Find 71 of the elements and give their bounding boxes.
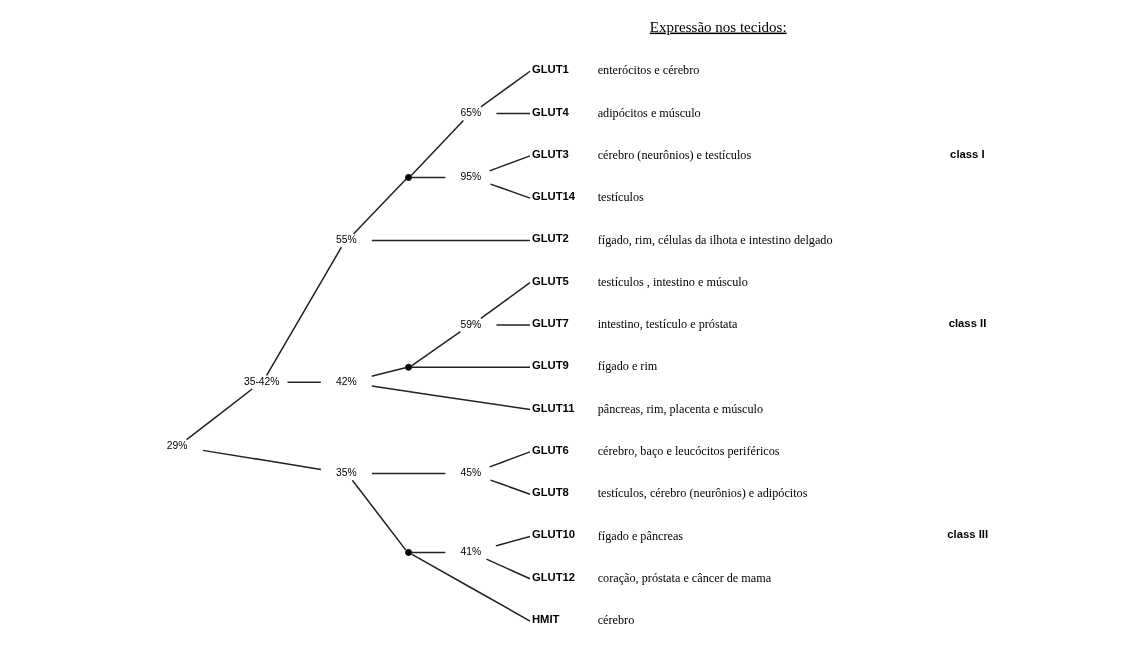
node-point (404, 548, 412, 556)
connector (479, 70, 531, 108)
connector (410, 119, 464, 177)
node-text: 95% (459, 171, 481, 183)
node-label: cérebro (597, 613, 634, 628)
connector (185, 388, 253, 441)
node-point (404, 363, 412, 371)
node-text: GLUT9 (531, 359, 569, 372)
node-label: testículos, cérebro (neurônios) e adipócitos (597, 486, 807, 501)
node-text: 42% (335, 375, 357, 387)
connector (488, 155, 531, 172)
connector (485, 558, 531, 580)
connector (370, 239, 531, 242)
connector (489, 479, 531, 495)
node-text: GLUT5 (531, 274, 569, 287)
node-text: GLUT1 (531, 63, 569, 76)
label: class I (949, 147, 985, 160)
node-text: GLUT2 (531, 232, 569, 245)
node-label: testículos (597, 190, 644, 205)
node-label: fígado, rim, células da ilhota e intestino delgado (597, 232, 833, 247)
node-label: pâncreas, rim, placenta e músculo (597, 401, 763, 416)
connector (352, 178, 407, 235)
node-text: 59% (459, 318, 481, 330)
node-text: GLUT8 (531, 486, 569, 499)
connector (410, 551, 446, 554)
node-text: GLUT3 (531, 147, 569, 160)
node-label: cérebro (neurônios) e testículos (597, 148, 751, 163)
node-text: GLUT7 (531, 316, 569, 329)
connector (410, 330, 461, 367)
node-label: fígado e rim (597, 359, 657, 374)
node-label: adipócitos e músculo (597, 105, 701, 120)
node-text: 35-42% (243, 375, 280, 387)
node-text: 41% (459, 546, 481, 558)
connector (201, 449, 322, 471)
connector (410, 176, 446, 179)
node-label: cérebro, baço e leucócitos periféricos (597, 444, 780, 459)
connector (488, 451, 531, 468)
node-text: GLUT12 (531, 570, 575, 583)
node-text: GLUT14 (531, 190, 575, 203)
node-text: 55% (335, 234, 357, 246)
node-text: 35% (335, 467, 357, 479)
connector (479, 281, 531, 320)
connector (489, 183, 531, 199)
node-text: GLUT11 (531, 401, 574, 414)
connector (370, 367, 406, 377)
node-text: 29% (166, 439, 187, 451)
connector (265, 246, 342, 377)
node-text: GLUT4 (531, 105, 569, 118)
node-label: enterócitos e cérebro (597, 63, 699, 78)
connector (286, 381, 322, 384)
connector (495, 112, 531, 115)
connector (494, 535, 531, 547)
connector (370, 472, 446, 475)
connector (495, 324, 531, 326)
label: Expressão nos tecidos: (649, 18, 787, 35)
connector (410, 553, 531, 622)
connector (351, 479, 407, 551)
node-text: 65% (459, 107, 481, 119)
node-label: coração, próstata e câncer de mama (597, 570, 771, 585)
node-text: GLUT10 (531, 528, 575, 541)
label: class II (948, 316, 986, 329)
node-label: testículos , intestino e músculo (597, 274, 748, 289)
node-label: intestino, testículo e próstata (597, 317, 737, 332)
connector (410, 366, 531, 369)
node-point (404, 173, 412, 181)
connector (370, 385, 531, 411)
node-text: GLUT6 (531, 443, 569, 456)
node-text: 45% (459, 467, 481, 479)
node-label: fígado e pâncreas (597, 528, 683, 543)
node-text: HMIT (531, 613, 559, 626)
label: class III (946, 528, 988, 541)
